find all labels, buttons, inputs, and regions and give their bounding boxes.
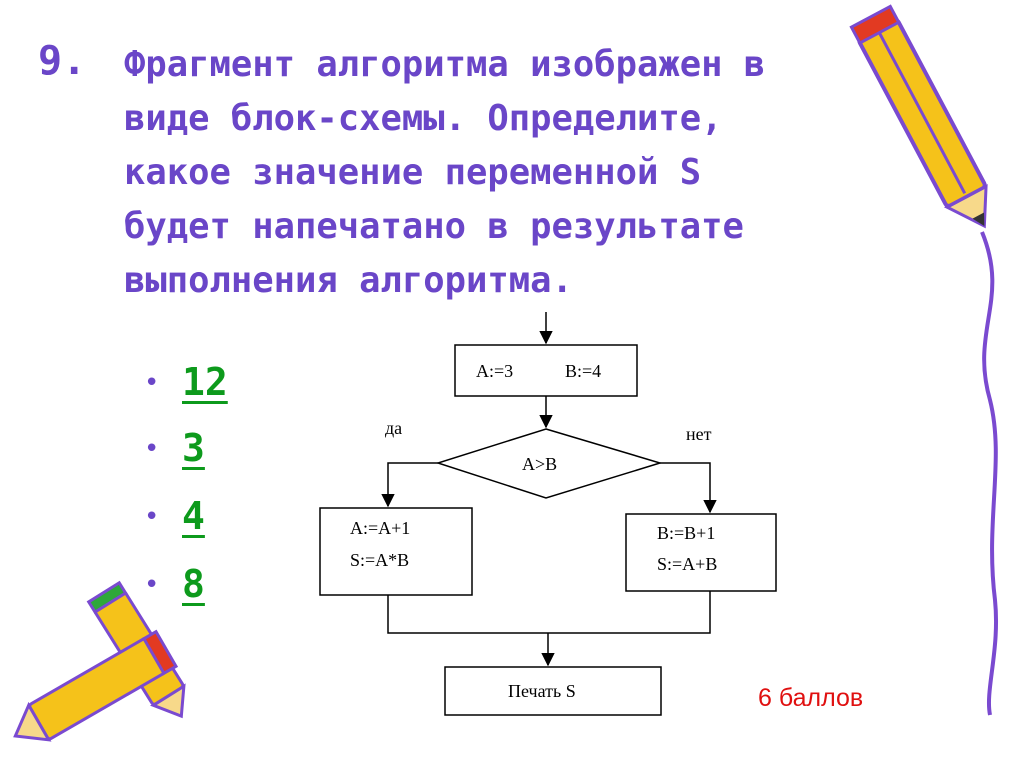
question-line: какое значение переменной S (124, 152, 702, 193)
yes-label: да (385, 418, 402, 438)
yes-line-2: S:=A*B (350, 550, 409, 570)
answer-link[interactable]: 12 (182, 360, 228, 404)
answer-link[interactable]: 4 (182, 494, 205, 538)
answer-link[interactable]: 3 (182, 426, 205, 470)
answer-option-2[interactable]: • 3 (144, 426, 304, 480)
answer-option-1[interactable]: • 12 (144, 360, 304, 414)
bullet-icon: • (144, 570, 160, 600)
question-number: 9. (38, 38, 87, 84)
question-line: выполнения алгоритма. (124, 260, 573, 301)
condition-text: A>B (522, 454, 557, 474)
question-line: Фрагмент алгоритма изображен в (124, 44, 766, 85)
decorative-curve (980, 231, 998, 716)
answer-option-3[interactable]: • 4 (144, 494, 304, 548)
no-line-2: S:=A+B (657, 554, 717, 574)
pencils-bottom-left-icon (13, 580, 186, 742)
question-text: Фрагмент алгоритма изображен в виде блок… (124, 38, 884, 308)
answer-option-4[interactable]: • 8 (144, 562, 304, 616)
init-b-text: B:=4 (565, 361, 601, 381)
question-line: будет напечатано в результате (124, 206, 744, 247)
no-label: нет (686, 424, 712, 444)
init-block (454, 344, 638, 397)
init-a-text: A:=3 (476, 361, 513, 381)
no-block (625, 513, 777, 592)
bullet-icon: • (144, 368, 160, 398)
answer-link[interactable]: 8 (182, 562, 205, 606)
condition-block (435, 428, 663, 499)
yes-block (319, 507, 473, 596)
bullet-icon: • (144, 502, 160, 532)
output-text: Печать S (508, 681, 576, 701)
score-label: 6 баллов (758, 684, 864, 712)
output-block (444, 666, 662, 716)
pencil-top-right-icon (849, 4, 988, 229)
yes-line-1: A:=A+1 (350, 518, 410, 538)
question-line: виде блок-схемы. Определите, (124, 98, 723, 139)
no-line-1: B:=B+1 (657, 523, 715, 543)
bullet-icon: • (144, 434, 160, 464)
